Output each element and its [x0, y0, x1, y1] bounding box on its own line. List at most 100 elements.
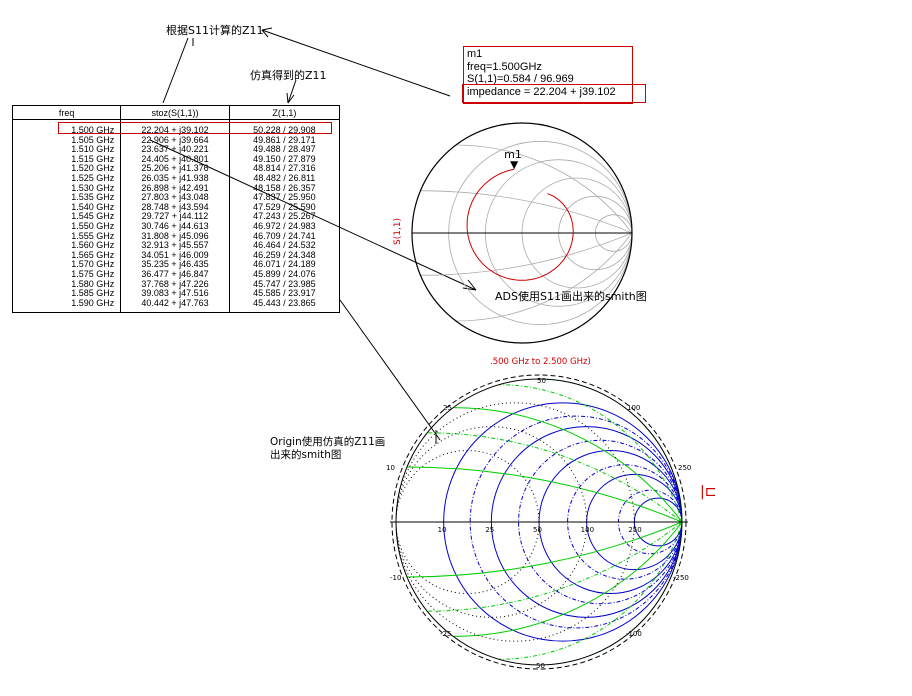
cell-freq: 1.590 GHz	[71, 297, 115, 308]
cell-freq: 1.535 GHz	[71, 192, 115, 203]
cell-stoz: 22.906 + j39.664	[120, 135, 230, 146]
origin-reactance-arc	[453, 407, 682, 523]
cell-freq: 1.510 GHz	[71, 144, 115, 155]
cell-stoz: 37.768 + j47.226	[120, 279, 230, 290]
origin-reactance-label-bottom: -10	[390, 574, 401, 582]
origin-reactance-label-top: 10	[386, 464, 395, 472]
origin-resistance-label: 25	[485, 526, 494, 534]
ads-marker-label: m1	[504, 148, 522, 161]
cell-z11: 48.814 / 27.316	[228, 164, 340, 174]
cell-z11: 49.150 / 27.879	[228, 154, 340, 165]
ads-reactance-arc	[420, 232, 632, 276]
ads-reactance-arc	[455, 232, 632, 322]
table-header-row: freq stoz(S(1,1)) Z(1,1)	[12, 105, 340, 120]
origin-reactance-label-bottom: -100	[626, 630, 642, 638]
connector-table-to-origin	[339, 299, 441, 441]
ads-marker-triangle	[510, 161, 519, 170]
cell-z11: 45.899 / 24.076	[228, 269, 340, 280]
cell-stoz: 24.405 + j40.801	[120, 154, 230, 165]
arrowhead-ads	[462, 279, 477, 291]
cell-freq: 1.500 GHz	[71, 125, 115, 135]
cell-z11: 45.443 / 23.865	[228, 298, 340, 313]
connector-sim-to-table	[287, 79, 297, 104]
cell-freq: 1.575 GHz	[71, 268, 115, 279]
cell-z11: 45.585 / 23.917	[228, 288, 340, 299]
cell-z11: 48.482 / 26.811	[228, 173, 340, 184]
connector-calc-to-marker	[261, 29, 451, 97]
origin-resistance-dashdot	[469, 415, 682, 629]
cell-freq: 1.550 GHz	[71, 220, 115, 231]
origin-reactance-label-bottom: 50	[536, 662, 545, 670]
origin-reactance-arc	[406, 466, 682, 523]
cell-z11: 48.158 / 26.357	[228, 183, 340, 194]
ads-s11-curve	[466, 168, 574, 281]
cell-freq: 1.530 GHz	[71, 182, 115, 193]
origin-reactance-label-top: 25	[443, 404, 452, 412]
cell-stoz: 26.898 + j42.491	[120, 183, 230, 194]
cell-z11: 46.464 / 24.532	[228, 241, 340, 251]
origin-reactance-arc	[406, 521, 682, 578]
cell-stoz: 29.727 + j44.112	[120, 212, 230, 222]
marker-readout-box: m1 freq=1.500GHz S(1,1)=0.584 / 96.969 i…	[463, 46, 633, 104]
cell-freq: 1.520 GHz	[71, 163, 115, 174]
cell-stoz: 34.051 + j46.009	[120, 250, 230, 261]
cell-stoz: 23.637 + j40.221	[120, 145, 230, 155]
cell-freq: 1.560 GHz	[71, 240, 115, 251]
origin-resistance-label: 10	[438, 526, 447, 534]
header-z11: Z(1,1)	[228, 105, 340, 120]
connector-calc-to-table	[162, 37, 189, 104]
right-edge-glyph: |⊏	[700, 484, 717, 500]
origin-reactance-dashdot	[498, 384, 682, 523]
cell-z11: 47.529 / 25.590	[228, 202, 340, 213]
cell-freq: 1.525 GHz	[71, 172, 115, 183]
arrowhead-sim	[286, 92, 295, 104]
origin-smith-label-line2: 出来的smith图	[270, 449, 342, 461]
origin-resistance-label: 100	[581, 526, 594, 534]
cell-freq: 1.585 GHz	[71, 288, 115, 299]
cell-freq: 1.540 GHz	[71, 201, 115, 212]
cell-stoz: 40.442 + j47.763	[120, 298, 230, 313]
origin-reactance-label-top: 250	[678, 464, 691, 472]
marker-freq: freq=1.500GHz	[467, 60, 542, 73]
cell-z11: 46.972 / 24.983	[228, 221, 340, 232]
origin-reactance-label-bottom: -25	[440, 630, 451, 638]
cell-stoz: 26.035 + j41.938	[120, 173, 230, 184]
cell-freq: 1.515 GHz	[71, 153, 115, 164]
ads-reactance-arc	[420, 190, 632, 234]
cell-stoz: 25.206 + j41.376	[120, 164, 230, 174]
cell-stoz: 30.746 + j44.613	[120, 221, 230, 232]
cell-freq: 1.565 GHz	[71, 249, 115, 260]
cell-z11: 47.243 / 25.267	[228, 212, 340, 222]
cell-z11: 47.837 / 25.950	[228, 193, 340, 203]
origin-reactance-dashdot	[427, 521, 682, 612]
cell-freq: 1.555 GHz	[71, 230, 115, 241]
marker-impedance: impedance = 22.204 + j39.102	[467, 85, 616, 98]
cell-z11: 50.228 / 29.908	[228, 119, 340, 136]
origin-reactance-label-top: 50	[537, 377, 546, 385]
cell-stoz: 39.083 + j47.516	[120, 288, 230, 299]
sim-z11-label: 仿真得到的Z11	[250, 69, 327, 82]
calc-z11-label: 根据S11计算的Z11	[166, 24, 264, 37]
cell-freq: 1.580 GHz	[71, 278, 115, 289]
cell-stoz: 36.477 + j46.847	[120, 269, 230, 280]
ads-axis-label: S(1,1)	[393, 218, 403, 245]
ads-reactance-arc	[455, 144, 632, 234]
